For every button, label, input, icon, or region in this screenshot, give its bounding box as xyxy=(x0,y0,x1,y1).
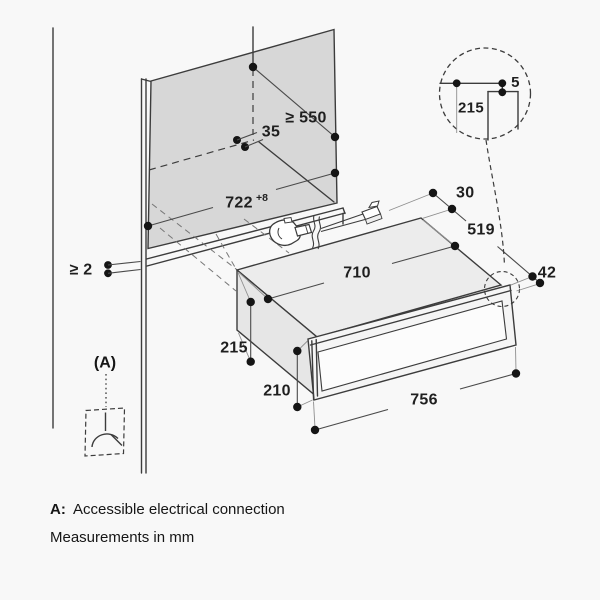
dim-label-unit-height: 215 xyxy=(220,340,248,357)
dim-niche-width: 722 +8 xyxy=(143,168,340,231)
dim-unit-width: 710 xyxy=(238,219,460,304)
units-note: Measurements in mm xyxy=(50,529,194,546)
electrical-socket-icon xyxy=(91,412,123,448)
dim-label-front-depth: 42 xyxy=(538,265,556,282)
footnotes: A: Accessible electrical connection Meas… xyxy=(50,501,285,546)
dim-label-unit-depth: 519 xyxy=(467,222,495,239)
dim-label-side-clearance: ≥ 2 xyxy=(69,262,92,279)
cable-break-symbol xyxy=(311,215,322,250)
power-cable xyxy=(268,200,383,250)
niche-construction-lines xyxy=(148,26,335,203)
dim-label-niche-width: 722 xyxy=(225,195,253,212)
cable-connector-icon xyxy=(361,200,383,225)
dim-label-detail-gap: 5 xyxy=(511,74,520,91)
dim-label-cable-hole: 35 xyxy=(262,124,280,141)
dim-niche-depth: ≥ 550 xyxy=(248,62,340,142)
electrical-connection: (A) xyxy=(84,355,126,457)
dim-label-niche-width-tolerance: +8 xyxy=(256,192,268,204)
corner-reference-circle xyxy=(483,270,521,308)
dim-front-width: 756 xyxy=(310,346,521,435)
niche-back-panel xyxy=(145,28,346,267)
dim-label-detail-height: 215 xyxy=(458,100,484,117)
dim-label-rear-gap: 30 xyxy=(456,185,474,202)
drawer-front-fascia xyxy=(307,284,517,401)
dim-cable-hole: 35 xyxy=(233,124,280,151)
dim-front-height: 210 xyxy=(263,340,313,412)
dim-label-niche-depth: ≥ 550 xyxy=(285,110,326,127)
dim-side-clearance: ≥ 2 xyxy=(69,260,141,279)
power-plug-icon xyxy=(268,216,313,246)
connection-label: (A) xyxy=(94,355,116,372)
dim-unit-height: 215 xyxy=(220,272,255,366)
cabinet-side-panel xyxy=(140,78,152,474)
connection-zone-box xyxy=(84,407,126,457)
detail-callout: 215 5 xyxy=(438,47,532,267)
detail-leader-line xyxy=(485,139,506,267)
legend-key: A: xyxy=(50,501,66,518)
detail-circle xyxy=(438,47,532,140)
dim-label-unit-width: 710 xyxy=(343,265,371,282)
legend-text: Accessible electrical connection xyxy=(73,501,285,518)
dim-label-front-height: 210 xyxy=(263,383,291,400)
dim-label-front-width: 756 xyxy=(410,392,438,409)
projection-lines xyxy=(151,203,290,292)
